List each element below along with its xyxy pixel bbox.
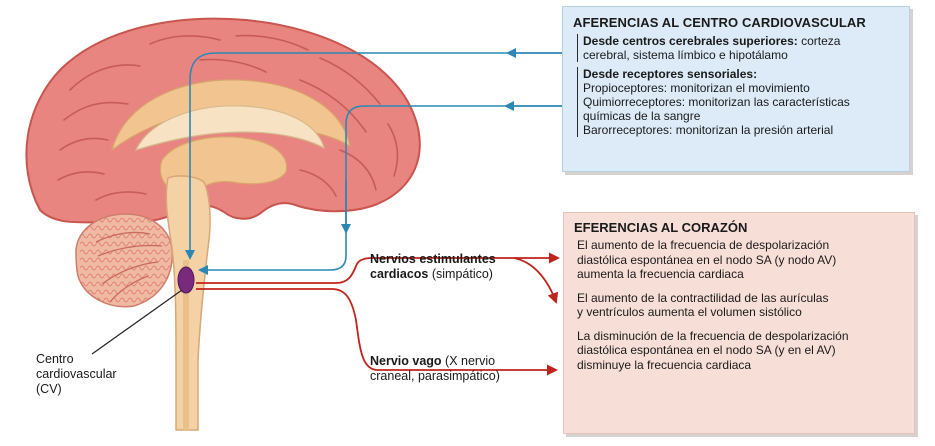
sympathetic-nerve-line — [196, 252, 560, 284]
efferent-item-heart-rate-increase: El aumento de la frecuencia de despolari… — [577, 238, 904, 282]
efferent-item-1-line1: El aumento de la frecuencia de despolari… — [577, 238, 830, 252]
vagus-label-line2: craneal, parasimpático) — [370, 369, 500, 383]
vagus-label-bold: Nervio vago — [370, 354, 442, 368]
efferent-item-3-line2: diastólica espontánea en el nodo SA (y e… — [577, 343, 836, 357]
chemoreceptors-text-cont: químicas de la sangre — [583, 109, 701, 123]
afferent-title: AFERENCIAS AL CENTRO CARDIOVASCULAR — [573, 15, 866, 30]
efferent-title: EFERENCIAS AL CORAZÓN — [574, 220, 748, 235]
higher-centers-arrow — [185, 52, 562, 260]
higher-centers-block: Desde centros cerebrales superiores: cor… — [577, 34, 899, 62]
vagus-label-rest: (X nervio — [441, 354, 496, 368]
efferent-item-3-line3: disminuye la frecuencia cardiaca — [577, 357, 752, 372]
cv-label-line1: Centro — [36, 352, 74, 366]
sympathetic-contractility-branch — [513, 257, 559, 304]
vagus-label-line1: Nervio vago (X nervio — [370, 354, 500, 369]
vagus-nerve-line — [196, 288, 558, 376]
cv-center-label: Centro cardiovascular (CV) — [36, 352, 117, 397]
cv-label-line2: cardiovascular — [36, 367, 117, 381]
cv-leader-line — [91, 289, 183, 355]
proprioceptors-text: Propioceptores: monitorizan el movimient… — [583, 81, 810, 95]
sympathetic-label-rest: (simpático) — [428, 267, 493, 281]
cortex-gyri — [57, 34, 399, 201]
efferent-pathways — [196, 252, 560, 376]
efferent-item-contractility: El aumento de la contractilidad de las a… — [577, 291, 904, 320]
chemoreceptors-text: Quimiorreceptores: monitorizan las carac… — [583, 95, 850, 109]
cerebellum-folia — [80, 218, 170, 304]
sympathetic-label-bold: cardiacos — [370, 267, 429, 281]
corpus-callosum — [134, 105, 325, 151]
cerebellum-tree — [95, 231, 163, 303]
sympathetic-label-line1: Nervios estimulantes — [370, 252, 496, 266]
efferent-item-2-line2: y ventrículos aumenta el volumen sistóli… — [577, 305, 802, 319]
afferent-panel: AFERENCIAS AL CENTRO CARDIOVASCULAR Desd… — [562, 6, 910, 172]
efferent-panel: EFERENCIAS AL CORAZÓN El aumento de la f… — [563, 212, 915, 434]
efferent-item-heart-rate-decrease: La disminución de la frecuencia de despo… — [577, 329, 904, 373]
higher-centers-line2: cerebral, sistema límbico e hipotálamo — [583, 48, 788, 62]
higher-centers-heading: Desde centros cerebrales superiores: — [583, 34, 798, 48]
baroreceptors-text: Barorreceptores: monitorizan la presión … — [583, 123, 834, 137]
sympathetic-nerve-label: Nervios estimulantes cardiacos (simpátic… — [370, 252, 496, 282]
sensory-receptors-block: Desde receptores sensoriales: Propiocept… — [577, 67, 899, 137]
higher-centers-line1: Desde centros cerebrales superiores: cor… — [583, 34, 899, 48]
efferent-item-1-line2: diastólica espontánea en el nodo SA (y n… — [577, 252, 837, 267]
higher-centers-line1-rest: corteza — [797, 34, 841, 48]
cardiovascular-center — [177, 266, 195, 294]
efferent-item-3-line1: La disminución de la frecuencia de despo… — [577, 328, 849, 343]
brain-illustration — [25, 17, 421, 431]
sensory-receptors-heading: Desde receptores sensoriales: — [583, 67, 758, 81]
cv-label-line3: (CV) — [36, 382, 62, 396]
afferent-pathways — [185, 48, 566, 275]
efferent-item-1-line3: aumenta la frecuencia cardiaca — [577, 267, 744, 281]
sympathetic-label-line2: cardiacos (simpático) — [370, 267, 496, 282]
vagus-nerve-label: Nervio vago (X nervio craneal, parasimpá… — [370, 354, 500, 384]
efferent-item-2-line1: El aumento de la contractilidad de las a… — [577, 290, 829, 305]
